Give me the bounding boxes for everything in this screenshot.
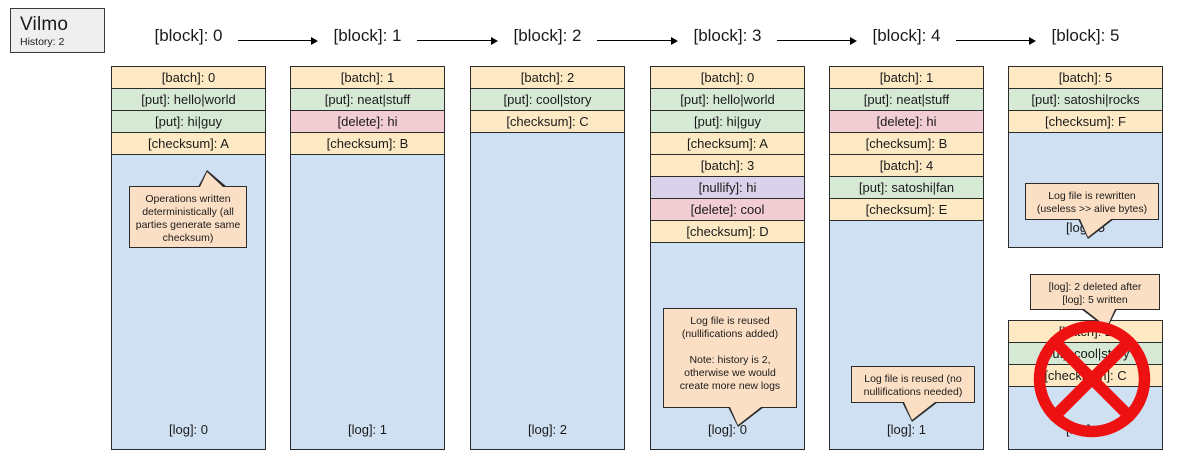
log-entry-list: [batch]: 2[put]: cool|story[checksum]: C	[471, 67, 624, 133]
log-entry-list: [batch]: 0[put]: hello|world[put]: hi|gu…	[112, 67, 265, 155]
chain-arrow-3-to-4	[777, 36, 857, 45]
log-entry-batch: [batch]: 3	[651, 155, 804, 177]
block-header-4: [block]: 4	[872, 26, 941, 45]
log-entry-put: [put]: satoshi|rocks	[1009, 89, 1162, 111]
chain-arrow-0-to-1	[238, 36, 318, 45]
log-entry-checksum: [checksum]: B	[291, 133, 444, 155]
arrow-shaft	[238, 40, 312, 41]
log-entry-batch: [batch]: 4	[830, 155, 983, 177]
log-entry-put: [put]: hi|guy	[112, 111, 265, 133]
log-file-block-1: [batch]: 1[put]: neat|stuff[delete]: hi[…	[290, 66, 445, 450]
chain-arrow-4-to-5	[956, 36, 1036, 45]
arrow-shaft	[956, 40, 1030, 41]
block-header-1: [block]: 1	[333, 26, 402, 45]
chain-arrow-2-to-3	[597, 36, 678, 45]
log-entry-list: [batch]: 1[put]: neat|stuff[delete]: hi[…	[830, 67, 983, 221]
log-entry-put: [put]: neat|stuff	[291, 89, 444, 111]
log-entry-nullify: [nullify]: hi	[651, 177, 804, 199]
block-header-0: [block]: 0	[154, 26, 223, 45]
log-entry-put: [put]: hi|guy	[651, 111, 804, 133]
log-file-label: [log]: 2	[527, 422, 568, 437]
log-entry-batch: [batch]: 5	[1009, 67, 1162, 89]
arrow-head-icon	[311, 36, 318, 45]
log-entry-put: [put]: neat|stuff	[830, 89, 983, 111]
annotation-callout: Operations written deterministically (al…	[129, 170, 247, 248]
log-entry-put: [put]: cool|story	[471, 89, 624, 111]
log-entry-checksum: [checksum]: D	[651, 221, 804, 243]
block-header-3: [block]: 3	[693, 26, 762, 45]
log-entry-delete: [delete]: hi	[291, 111, 444, 133]
log-entry-list: [batch]: 1[put]: neat|stuff[delete]: hi[…	[291, 67, 444, 155]
log-file-block-0: [batch]: 0[put]: hello|world[put]: hi|gu…	[111, 66, 266, 450]
log-file-label: [log]: 0	[168, 422, 209, 437]
annotation-callout: [log]: 2 deleted after [log]: 5 written	[1030, 274, 1160, 329]
arrow-head-icon	[671, 36, 678, 45]
annotation-callout: Log file is reused (nullifications added…	[663, 308, 797, 427]
log-entry-list: [batch]: 0[put]: hello|world[put]: hi|gu…	[651, 67, 804, 243]
log-file-block-2: [batch]: 2[put]: cool|story[checksum]: C…	[470, 66, 625, 450]
log-entry-batch: [batch]: 0	[651, 67, 804, 89]
log-entry-checksum: [checksum]: C	[471, 111, 624, 133]
log-entry-list: [batch]: 2[put]: cool|story[checksum]: C	[1009, 321, 1162, 387]
log-entry-checksum: [checksum]: A	[651, 133, 804, 155]
arrow-head-icon	[850, 36, 857, 45]
log-entry-delete: [delete]: cool	[651, 199, 804, 221]
log-entry-checksum: [checksum]: A	[112, 133, 265, 155]
log-entry-delete: [delete]: hi	[830, 111, 983, 133]
log-entry-batch: [batch]: 2	[471, 67, 624, 89]
deleted-log-file-label: [log]: 2	[1065, 422, 1106, 437]
log-entry-put: [put]: hello|world	[651, 89, 804, 111]
annotation-callout: Log file is reused (no nullifications ne…	[851, 366, 975, 422]
log-entry-batch: [batch]: 1	[291, 67, 444, 89]
log-file-label: [log]: 0	[707, 422, 748, 437]
log-entry-checksum: [checksum]: C	[1009, 365, 1162, 387]
log-entry-checksum: [checksum]: F	[1009, 111, 1162, 133]
block-header-2: [block]: 2	[513, 26, 582, 45]
log-entry-checksum: [checksum]: B	[830, 133, 983, 155]
log-entry-batch: [batch]: 1	[830, 67, 983, 89]
log-file-block-5: [batch]: 5[put]: satoshi|rocks[checksum]…	[1008, 66, 1163, 248]
log-entry-batch: [batch]: 2	[1009, 321, 1162, 343]
arrow-shaft	[597, 40, 672, 41]
log-file-label: [log]: 1	[347, 422, 388, 437]
app-title-card: Vilmo History: 2	[10, 8, 105, 53]
annotation-callout: Log file is rewritten (useless >> alive …	[1025, 183, 1159, 239]
log-entry-list: [batch]: 5[put]: satoshi|rocks[checksum]…	[1009, 67, 1162, 133]
log-file-label: [log]: 5	[1065, 220, 1106, 235]
log-entry-checksum: [checksum]: E	[830, 199, 983, 221]
log-entry-put: [put]: cool|story	[1009, 343, 1162, 365]
history-setting-label: History: 2	[20, 36, 65, 48]
log-entry-put: [put]: satoshi|fan	[830, 177, 983, 199]
log-entry-put: [put]: hello|world	[112, 89, 265, 111]
deleted-log-file-block: [batch]: 2[put]: cool|story[checksum]: C…	[1008, 320, 1163, 450]
block-header-5: [block]: 5	[1051, 26, 1120, 45]
arrow-shaft	[777, 40, 851, 41]
app-name: Vilmo	[20, 14, 69, 35]
log-file-label: [log]: 1	[886, 422, 927, 437]
arrow-shaft	[417, 40, 492, 41]
chain-arrow-1-to-2	[417, 36, 498, 45]
log-entry-batch: [batch]: 0	[112, 67, 265, 89]
arrow-head-icon	[1029, 36, 1036, 45]
arrow-head-icon	[491, 36, 498, 45]
